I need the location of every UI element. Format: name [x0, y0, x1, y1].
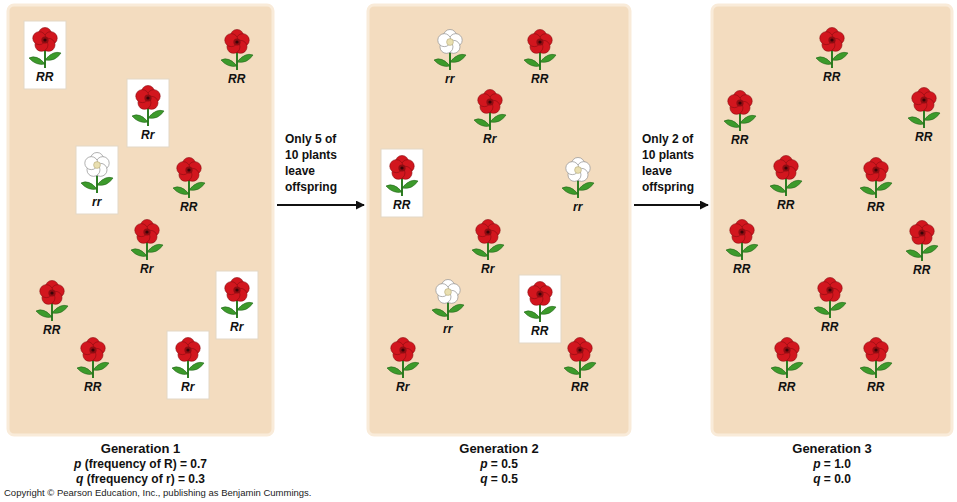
- allele-frequency: p = 0.5: [358, 457, 640, 472]
- genotype-label: Rr: [141, 128, 154, 142]
- genotype-label: RR: [821, 320, 838, 334]
- genotype-label: Rr: [140, 262, 153, 276]
- red-flower: [908, 88, 940, 129]
- red-flower: [387, 338, 419, 379]
- genotype-label: RR: [731, 133, 748, 147]
- highlight-box: [24, 21, 66, 89]
- genotype-label: Rr: [181, 380, 194, 394]
- generation-caption: Generation 3p = 1.0q = 0.0: [702, 440, 957, 487]
- white-flower: [434, 30, 466, 71]
- allele-frequency: q (frequency of r) = 0.3: [0, 472, 283, 487]
- genotype-label: RR: [867, 380, 884, 394]
- red-flower: [77, 338, 109, 379]
- allele-frequency: q = 0.5: [358, 472, 640, 487]
- highlight-box: [167, 331, 209, 399]
- genotype-label: rr: [443, 322, 452, 336]
- generation-title: Generation 2: [358, 440, 640, 457]
- red-flower: [132, 86, 164, 127]
- genotype-label: RR: [913, 263, 930, 277]
- red-flower: [816, 28, 848, 69]
- red-flower: [906, 221, 938, 262]
- white-flower: [432, 280, 464, 321]
- white-flower: [562, 158, 594, 199]
- red-flower: [472, 220, 504, 261]
- allele-frequency: p (frequency of R) = 0.7: [0, 457, 283, 472]
- genotype-label: RR: [778, 380, 795, 394]
- genotype-label: Rr: [230, 320, 243, 334]
- red-flower: [36, 281, 68, 322]
- highlight-box: [519, 275, 561, 343]
- highlight-box: [127, 79, 169, 147]
- copyright-note: Copyright © Pearson Education, Inc., pub…: [4, 487, 311, 499]
- allele-frequency: q = 0.0: [702, 472, 957, 487]
- highlight-box: [76, 146, 118, 214]
- genotype-label: RR: [228, 72, 245, 86]
- edge-label: Only 5 of 10 plants leave offspring: [285, 131, 351, 195]
- genotype-label: RR: [84, 380, 101, 394]
- red-flower: [172, 338, 204, 379]
- genotype-label: RR: [733, 262, 750, 276]
- allele-frequency: p = 1.0: [702, 457, 957, 472]
- red-flower: [524, 282, 556, 323]
- red-flower: [221, 30, 253, 71]
- generation-title: Generation 1: [0, 440, 283, 457]
- highlight-box: [216, 271, 258, 339]
- edge-label: Only 2 of 10 plants leave offspring: [642, 131, 708, 195]
- genotype-label: RR: [43, 323, 60, 337]
- genotype-label: RR: [531, 324, 548, 338]
- red-flower: [770, 156, 802, 197]
- genotype-label: RR: [393, 198, 410, 212]
- genotype-label: RR: [571, 380, 588, 394]
- generation-panel: Generation 3p = 1.0q = 0.0: [712, 5, 952, 435]
- panel-ground: [368, 5, 630, 435]
- panel-ground: [8, 5, 273, 435]
- red-flower: [386, 156, 418, 197]
- red-flower: [860, 338, 892, 379]
- red-flower: [564, 338, 596, 379]
- selection-arrow: [634, 204, 708, 206]
- genotype-label: Rr: [483, 132, 496, 146]
- genotype-label: RR: [180, 200, 197, 214]
- red-flower: [474, 90, 506, 131]
- genotype-label: Rr: [396, 380, 409, 394]
- red-flower: [221, 278, 253, 319]
- genotype-label: RR: [531, 72, 548, 86]
- generation-caption: Generation 2p = 0.5q = 0.5: [358, 440, 640, 487]
- genotype-label: RR: [823, 70, 840, 84]
- red-flower: [814, 278, 846, 319]
- genotype-label: rr: [92, 195, 101, 209]
- red-flower: [173, 158, 205, 199]
- highlight-box: [381, 149, 423, 217]
- generation-caption: Generation 1p (frequency of R) = 0.7q (f…: [0, 440, 283, 487]
- genotype-label: rr: [573, 200, 582, 214]
- selection-arrow: [277, 204, 364, 206]
- genotype-label: RR: [915, 130, 932, 144]
- red-flower: [860, 158, 892, 199]
- red-flower: [524, 30, 556, 71]
- genotype-label: rr: [445, 72, 454, 86]
- red-flower: [726, 220, 758, 261]
- red-flower: [131, 220, 163, 261]
- genotype-label: Rr: [481, 262, 494, 276]
- red-flower: [724, 91, 756, 132]
- white-flower: [81, 153, 113, 194]
- red-flower: [771, 338, 803, 379]
- generation-panel: Generation 2p = 0.5q = 0.5: [368, 5, 630, 435]
- genotype-label: RR: [777, 198, 794, 212]
- panel-ground: [712, 5, 952, 435]
- generation-panel: Generation 1p (frequency of R) = 0.7q (f…: [8, 5, 273, 435]
- generation-title: Generation 3: [702, 440, 957, 457]
- genotype-label: RR: [36, 70, 53, 84]
- red-flower: [29, 28, 61, 69]
- genotype-label: RR: [867, 200, 884, 214]
